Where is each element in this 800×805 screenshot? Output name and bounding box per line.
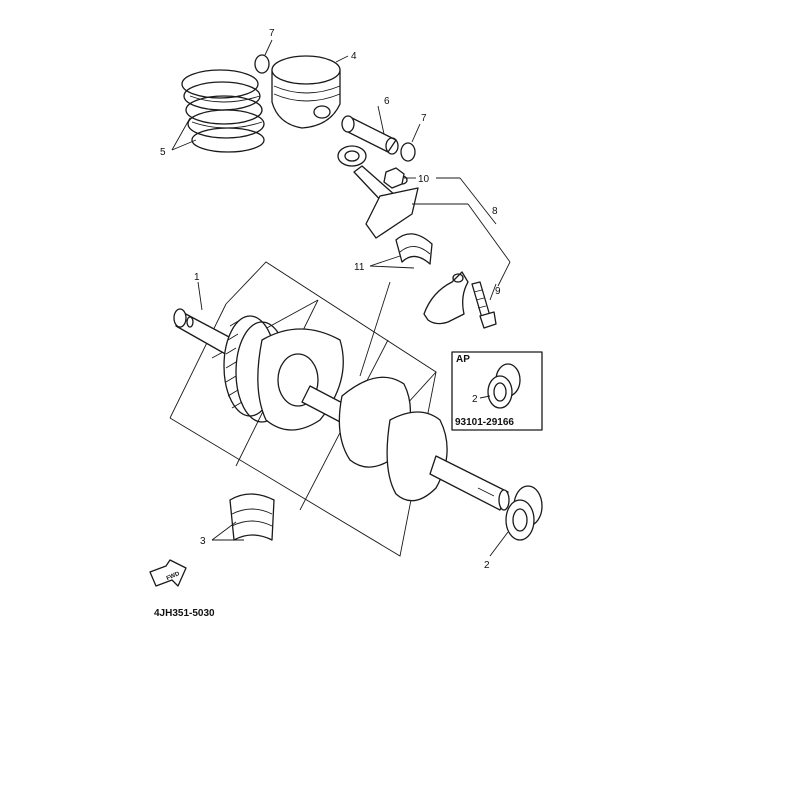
rod-cap xyxy=(423,271,469,325)
piston xyxy=(271,55,341,129)
ap-callout-2-label: 2 xyxy=(472,394,478,405)
main-bearing xyxy=(229,493,275,541)
circlip-top xyxy=(254,54,270,74)
callout-9-label: 9 xyxy=(495,286,501,297)
callout-9: 9 xyxy=(489,261,511,301)
piston-rings xyxy=(181,69,265,153)
callout-11-label: 11 xyxy=(354,262,365,273)
callout-1-label: 1 xyxy=(194,272,200,283)
callout-7-right-label: 7 xyxy=(421,113,427,124)
callout-7-top: 7 xyxy=(264,28,275,56)
callout-2-seal: 2 xyxy=(484,531,509,571)
diagram-code: 4JH351-5030 xyxy=(154,608,215,619)
piston-pin xyxy=(341,115,399,155)
crankshaft xyxy=(173,308,510,511)
rod-bolt xyxy=(471,281,497,329)
callout-6: 6 xyxy=(377,96,390,135)
callout-4-label: 4 xyxy=(351,51,357,62)
callout-1: 1 xyxy=(194,272,203,311)
fwd-label: FWD xyxy=(166,571,182,582)
callout-8-label: 8 xyxy=(492,206,498,217)
callout-7-right: 7 xyxy=(411,113,427,143)
callout-5-label: 5 xyxy=(160,147,166,158)
callout-10-label: 10 xyxy=(418,174,430,185)
callout-5: 5 xyxy=(160,117,197,158)
callout-4: 4 xyxy=(335,51,357,63)
ap-part-number: 93101-29166 xyxy=(455,417,514,428)
callout-3-label: 3 xyxy=(200,536,206,547)
oil-seal xyxy=(505,485,543,541)
callout-3: 3 xyxy=(200,521,244,547)
circlip-right xyxy=(400,142,416,162)
ap-box: AP 2 93101-29166 xyxy=(451,351,543,431)
callout-6-label: 6 xyxy=(384,96,390,107)
callout-2-seal-label: 2 xyxy=(484,560,490,571)
nut xyxy=(383,167,405,189)
big-end-bearing xyxy=(395,233,433,265)
callout-10: 10 xyxy=(404,174,497,225)
callout-11: 11 xyxy=(354,255,415,273)
callout-8: 8 xyxy=(412,203,511,263)
ap-box-label: AP xyxy=(456,354,470,365)
connecting-rod xyxy=(337,145,419,239)
fwd-arrow-icon: FWD xyxy=(149,559,187,587)
callout-7-top-label: 7 xyxy=(269,28,275,39)
